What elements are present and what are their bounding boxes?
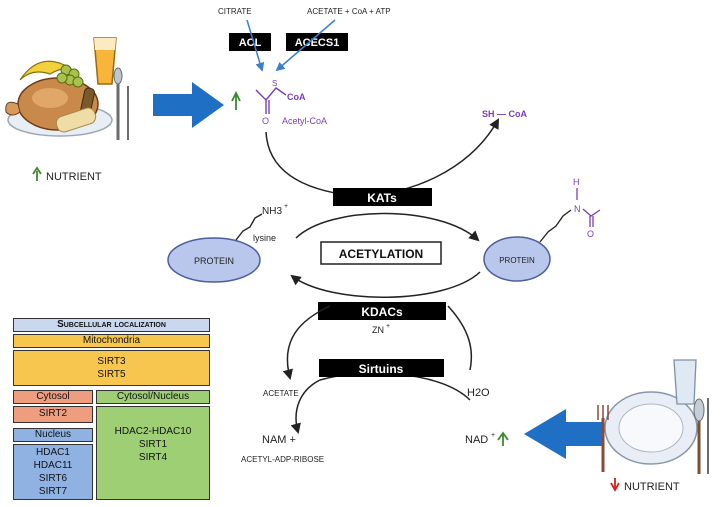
down-arrow-icon xyxy=(610,482,620,492)
citrate-arrow-icon xyxy=(246,19,265,72)
nad-text: NAD xyxy=(465,434,488,446)
sirt3-text: SIRT3 xyxy=(97,356,126,367)
hdac2-hdac10-text: HDAC2-HDAC10 xyxy=(114,426,192,437)
protein-left-shape xyxy=(167,237,261,283)
sirt6-text: SIRT6 xyxy=(38,473,68,484)
sirtuin-cycle-arrow-icon xyxy=(290,372,471,435)
acetyl-adp-ribose-text: ACETYL-ADP-RIBOSE xyxy=(241,455,324,464)
protein-right-label: PROTEIN xyxy=(499,256,535,265)
acecs1-text: ACECS1 xyxy=(295,37,340,49)
carbonyl-oxygen-text: O xyxy=(587,229,594,239)
sirtuins-box xyxy=(319,359,444,377)
kats-text: KATs xyxy=(367,191,397,205)
kdacs-to-water-line xyxy=(447,305,473,371)
empty-plate-illustration xyxy=(597,359,709,474)
kats-arc-arrow-icon xyxy=(265,118,500,197)
nad-up-arrow-icon xyxy=(497,431,509,441)
kdacs-box xyxy=(318,302,446,320)
food-plate-illustration xyxy=(5,37,129,140)
nutrient-down-label: NUTRIENT xyxy=(610,478,680,493)
nutrient-low-arrow-icon xyxy=(524,409,602,459)
nutrient-down-text: NUTRIENT xyxy=(624,481,680,493)
nutrient-up-text: NUTRIENT xyxy=(46,171,102,183)
localization-title: Subcellular localization xyxy=(57,319,166,330)
sirt5-text: SIRT5 xyxy=(97,369,126,380)
coa-text: CoA xyxy=(287,92,306,102)
sirt1-text: SIRT1 xyxy=(138,439,168,450)
sirt2-text: SIRT2 xyxy=(38,408,68,419)
acetylation-box xyxy=(320,241,442,265)
acetyl-coa-structure: S CoA O Acetyl-CoA xyxy=(231,79,327,126)
kdacs-to-acetate-arrow-icon xyxy=(282,305,331,381)
protein-right-group: PROTEIN N H O xyxy=(483,177,601,282)
sulfur-text: S xyxy=(272,79,277,88)
acetate-coa-atp-text: ACETATE + CoA + ATP xyxy=(307,7,391,16)
deacetylation-arrow-icon xyxy=(290,271,481,298)
up-arrow-icon xyxy=(32,166,42,175)
zinc-charge-text: + xyxy=(386,323,390,330)
acl-text: ACL xyxy=(239,37,262,49)
nutrient-in-arrow-icon xyxy=(153,82,224,128)
cyto-nucleus-label: Cytosol/Nucleus xyxy=(116,391,190,402)
water-text: H2O xyxy=(467,387,490,399)
oxygen-text: O xyxy=(262,116,269,126)
nucleus-cell: HDAC1 HDAC11 SIRT6 SIRT7 xyxy=(13,444,93,500)
acetyl-coa-up-arrow-icon xyxy=(231,90,241,102)
acetate-product-text: ACETATE xyxy=(263,389,299,398)
mitochondria-header: Mitochondria xyxy=(13,334,210,348)
acecs1-box xyxy=(286,33,348,51)
acetylation-text: ACETYLATION xyxy=(339,247,423,261)
kdacs-text: KDACs xyxy=(361,305,403,319)
cyto-nucleus-cell: HDAC2-HDAC10 SIRT1 SIRT4 xyxy=(96,406,210,500)
protein-left-label: PROTEIN xyxy=(194,256,234,266)
hydrogen-text: H xyxy=(573,177,580,187)
nh3-charge-text: + xyxy=(284,203,288,210)
sh-coa-text: SH — CoA xyxy=(482,109,528,119)
nam-text: NAM + xyxy=(262,434,296,446)
mitochondria-label: Mitochondria xyxy=(82,335,141,346)
cytosol-cell: SIRT2 xyxy=(13,406,93,423)
acetylation-forward-arrow-icon xyxy=(295,212,480,242)
cytosol-label: Cytosol xyxy=(36,391,70,402)
cyto-nucleus-header: Cytosol/Nucleus xyxy=(96,390,210,404)
acetate-arrow-icon xyxy=(275,19,336,72)
acetyl-coa-label: Acetyl-CoA xyxy=(282,116,327,126)
nad-charge-text: + xyxy=(491,432,495,439)
zinc-text: ZN xyxy=(372,325,384,335)
nucleus-header: Nucleus xyxy=(13,428,93,442)
protein-right-shape xyxy=(483,236,551,282)
mitochondria-cell: SIRT3 SIRT5 xyxy=(13,350,210,386)
sirt4-text: SIRT4 xyxy=(138,452,168,463)
hdac11-text: HDAC11 xyxy=(33,460,73,471)
sirtuins-text: Sirtuins xyxy=(359,362,404,376)
nh3-text: NH3 xyxy=(262,206,282,217)
cytosol-header: Cytosol xyxy=(13,390,93,404)
lysine-text: lysine xyxy=(253,233,276,243)
nucleus-label: Nucleus xyxy=(34,429,72,440)
nitrogen-text: N xyxy=(574,204,581,214)
nutrient-up-label: NUTRIENT xyxy=(32,166,102,183)
acl-box xyxy=(229,33,271,51)
localization-header: Subcellular localization xyxy=(13,318,210,332)
sirt7-text: SIRT7 xyxy=(38,486,68,497)
kats-box xyxy=(333,188,432,206)
hdac1-text: HDAC1 xyxy=(36,447,70,458)
protein-left-group: PROTEIN NH3 + lysine xyxy=(167,203,288,283)
citrate-text: CITRATE xyxy=(218,7,252,16)
